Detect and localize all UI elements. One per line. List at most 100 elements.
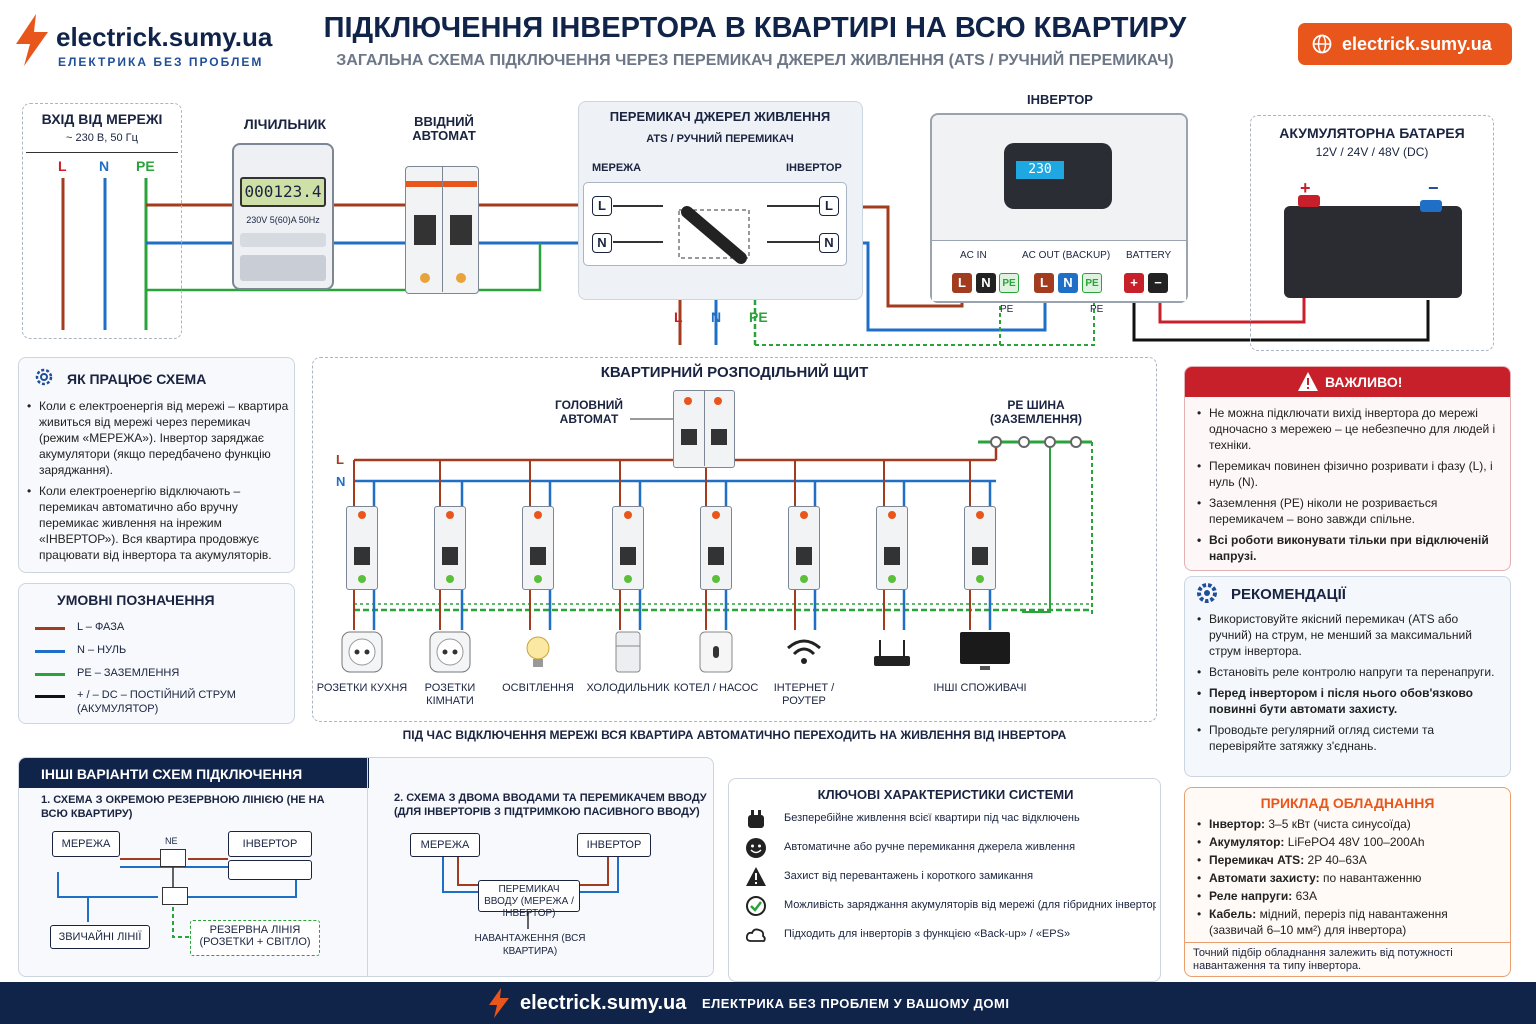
footer: electrick.sumy.ua ЕЛЕКТРИКА БЕЗ ПРОБЛЕМ … [0,982,1536,1024]
important-panel: ВАЖЛИВО! Не можна підключати вихід інвер… [1184,366,1511,571]
load-label: РОЗЕТКИ КУХНЯ [316,682,408,694]
branch-breaker[interactable] [700,506,732,590]
board-l-label: L [336,452,344,467]
page-title: ПІДКЛЮЧЕННЯ ІНВЕРТОРА В КВАРТИРІ НА ВСЮ … [323,12,1187,44]
load-label: ОСВІТЛЕННЯ [502,682,574,694]
inverter-acin-label: AC IN [960,250,987,261]
grid-title: ВХІД ВІД МЕРЕЖІ [41,111,163,127]
variant2-title: 2. СХЕМА З ДВОМА ВВОДАМИ ТА ПЕРЕМИКАЧЕМ … [394,792,707,818]
recommend-title: РЕКОМЕНДАЦІЇ [1231,586,1346,603]
branch-breaker[interactable] [346,506,378,590]
smile-icon [745,837,767,859]
ats-out-n: N [711,309,722,325]
battery-box [1250,115,1494,351]
v2-grid-box: МЕРЕЖА [410,833,480,857]
important-item: Всі роботи виконувати тільки при відключ… [1197,532,1497,564]
inverter-battery-label: BATTERY [1126,250,1172,261]
battery-body [1284,206,1462,298]
ats-switch-drawing [613,205,819,264]
load-label: ІНШІ СПОЖИВАЧІ [933,682,1027,694]
inv-bat-minus: − [1148,273,1168,293]
board-n-label: N [336,474,346,489]
brand-tagline: ЕЛЕКТРИКА БЕЗ ПРОБЛЕМ [58,55,264,69]
feature-item: Автоматичне або ручне перемикання джерел… [784,841,1076,853]
load-label: ІНТЕРНЕТ / РОУТЕР [773,682,835,707]
inv-acin-pe: PE [999,273,1019,293]
ats-n-out: N [819,233,839,253]
meter-title: ЛІЧИЛЬНИК [243,116,327,132]
branch-breaker[interactable] [964,506,996,590]
how-item: Коли є електроенергія від мережі – кварт… [27,398,289,478]
ats-right-label: ІНВЕРТОР [786,162,842,174]
legend-item: N – НУЛЬ [77,644,127,656]
battery-plus: + [1300,178,1311,198]
v2-switch-box: ПЕРЕМИКАЧ ВВОДУ (МЕРЕЖА / ІНВЕРТОР) [478,880,580,919]
board-note: ПІД ЧАС ВІДКЛЮЧЕННЯ МЕРЕЖІ ВСЯ КВАРТИРА … [402,728,1067,742]
load-label: ХОЛОДИЛЬНИК [586,682,670,694]
inv-acout-n: N [1058,273,1078,293]
bolt-icon [489,988,509,1018]
warning-icon [745,866,767,888]
ats-left-label: МЕРЕЖА [592,162,642,174]
check-icon [745,895,767,917]
v2-inverter-box: ІНВЕРТОР [577,833,651,857]
grid-l-label: L [58,158,67,174]
ats-out-pe: PE [749,309,768,325]
recommend-item: Встановіть реле контролю напруги та пере… [1197,664,1497,680]
main-wiring [61,178,1430,346]
globe-icon [1312,34,1332,54]
warning-icon [1298,372,1318,391]
footer-slogan: ЕЛЕКТРИКА БЕЗ ПРОБЛЕМ У ВАШОМУ ДОМІ [702,996,1010,1011]
example-item: Кабель: мідний, переріз під навантаження… [1197,906,1497,938]
load-label: КОТЕЛ / НАСОС [673,682,759,694]
page-subtitle: ЗАГАЛЬНА СХЕМА ПІДКЛЮЧЕННЯ ЧЕРЕЗ ПЕРЕМИК… [336,52,1174,69]
inverter-display: 230 [1016,161,1064,179]
ats-l-out: L [819,196,839,216]
grid-pe-label: PE [136,158,155,174]
router-icon [870,630,926,674]
battery-title: АКУМУЛЯТОРНА БАТАРЕЯ [1279,125,1465,141]
board-main-breaker[interactable] [673,390,735,468]
ats-switch-body[interactable] [583,182,847,266]
branch-breaker[interactable] [522,506,554,590]
ats-title: ПЕРЕМИКАЧ ДЖЕРЕЛ ЖИВЛЕННЯ [609,109,831,124]
brand-name[interactable]: electrick.sumy.ua [56,22,273,52]
v1-inverter-box: ІНВЕРТОР [228,831,312,857]
site-badge-label: electrick.sumy.ua [1342,34,1492,54]
example-item: Інвертор: 3–5 кВт (чиста синусоїда) [1197,816,1497,832]
boiler-icon [694,630,750,674]
inv-acin-n: N [976,273,996,293]
cloud-icon [745,924,767,946]
main-breaker-title: ВВІДНИЙ АВТОМАТ [412,114,476,143]
ats-l-in: L [592,196,612,216]
branch-breaker[interactable] [612,506,644,590]
main-breaker[interactable] [405,166,479,294]
inverter-device: 230 AC IN AC OUT (BACKUP) BATTERY L N PE… [930,113,1188,303]
ats-subtitle: ATS / РУЧНИЙ ПЕРЕМИКАЧ [646,133,794,145]
meter-display: 000123.4 [240,177,326,207]
meter-spec: 230V 5(60)A 50Hz [246,215,320,225]
wifi-icon [782,630,838,674]
grid-input-box [22,103,182,339]
feature-item: Підходить для інверторів з функцією «Bac… [784,928,1071,940]
example-title: ПРИКЛАД ОБЛАДНАННЯ [1260,795,1435,811]
legend-title: УМОВНІ ПОЗНАЧЕННЯ [57,592,215,608]
socket-icon [340,630,396,674]
pe-bus-label: PE ШИНА (ЗАЗЕМЛЕННЯ) [989,398,1083,426]
gear-icon [35,368,53,386]
v1-normal-box: ЗВИЧАЙНІ ЛІНІЇ [50,925,150,949]
example-panel: ПРИКЛАД ОБЛАДНАННЯ Інвертор: 3–5 кВт (чи… [1184,787,1511,977]
branch-breaker[interactable] [876,506,908,590]
site-badge[interactable]: electrick.sumy.ua [1298,23,1512,65]
recommend-item: Проводьте регулярний огляд системи та пе… [1197,722,1497,754]
feature-item: Безперебійне живлення всієї квартири під… [784,812,1080,824]
footer-site[interactable]: electrick.sumy.ua [520,992,687,1014]
inv-bat-plus: + [1124,273,1144,293]
ats-n-in: N [592,233,612,253]
inv-acin-l: L [952,273,972,293]
branch-breaker[interactable] [788,506,820,590]
ats-out-l: L [674,309,683,325]
inv-pe-label-1: PE [1000,304,1014,315]
branch-breaker[interactable] [434,506,466,590]
